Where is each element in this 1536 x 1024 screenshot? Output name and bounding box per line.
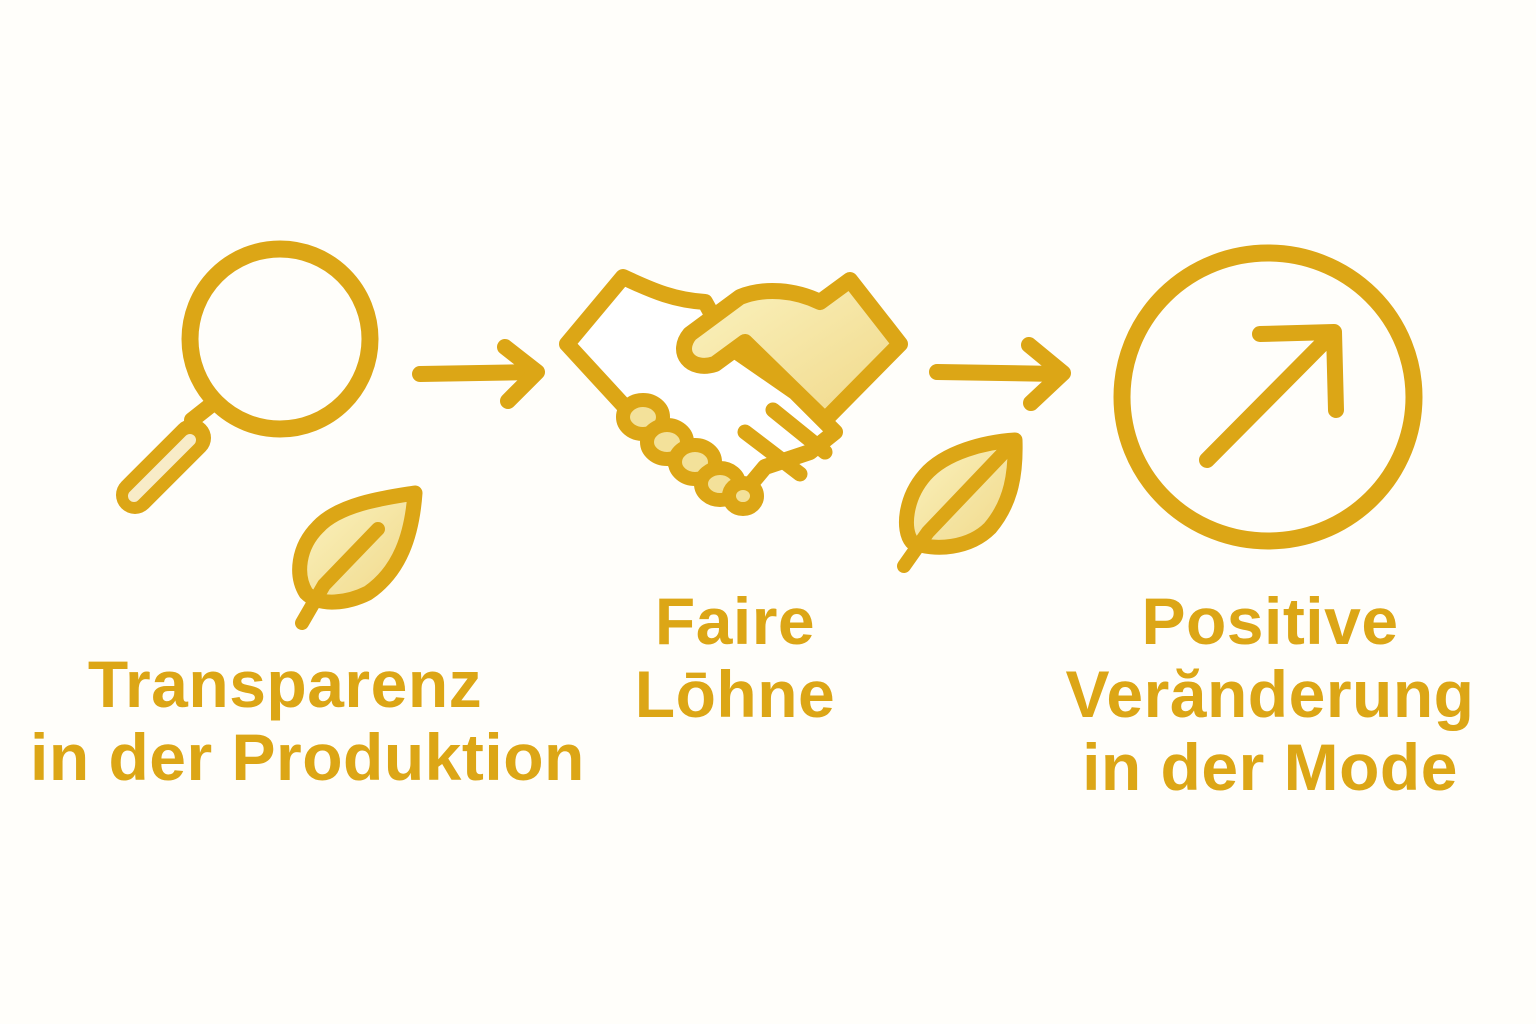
label-line: Faire <box>654 584 816 658</box>
label-line: Verӑnderung <box>1065 657 1475 731</box>
magnifying-glass-icon <box>116 240 379 514</box>
handshake-icon <box>559 269 908 516</box>
leaf-icon <box>897 432 1023 573</box>
label-line: in der Produktion <box>30 720 585 794</box>
trend-up-circle-icon <box>1113 244 1423 550</box>
leaf-icon <box>292 485 423 630</box>
step-label-positive-change: Positive Verӑnderung in der Mode <box>1040 585 1500 804</box>
arrow-right-icon <box>929 337 1071 411</box>
label-line: Lōhne <box>634 657 836 731</box>
step-label-transparency: Transparenz in der Produktion <box>30 647 585 794</box>
label-line: in der Mode <box>1082 730 1458 804</box>
step-label-fair-wages: Faire Lōhne <box>560 585 910 731</box>
arrow-right-icon <box>412 339 545 409</box>
label-line: Positive <box>1141 584 1399 658</box>
label-line: Transparenz <box>87 647 483 721</box>
